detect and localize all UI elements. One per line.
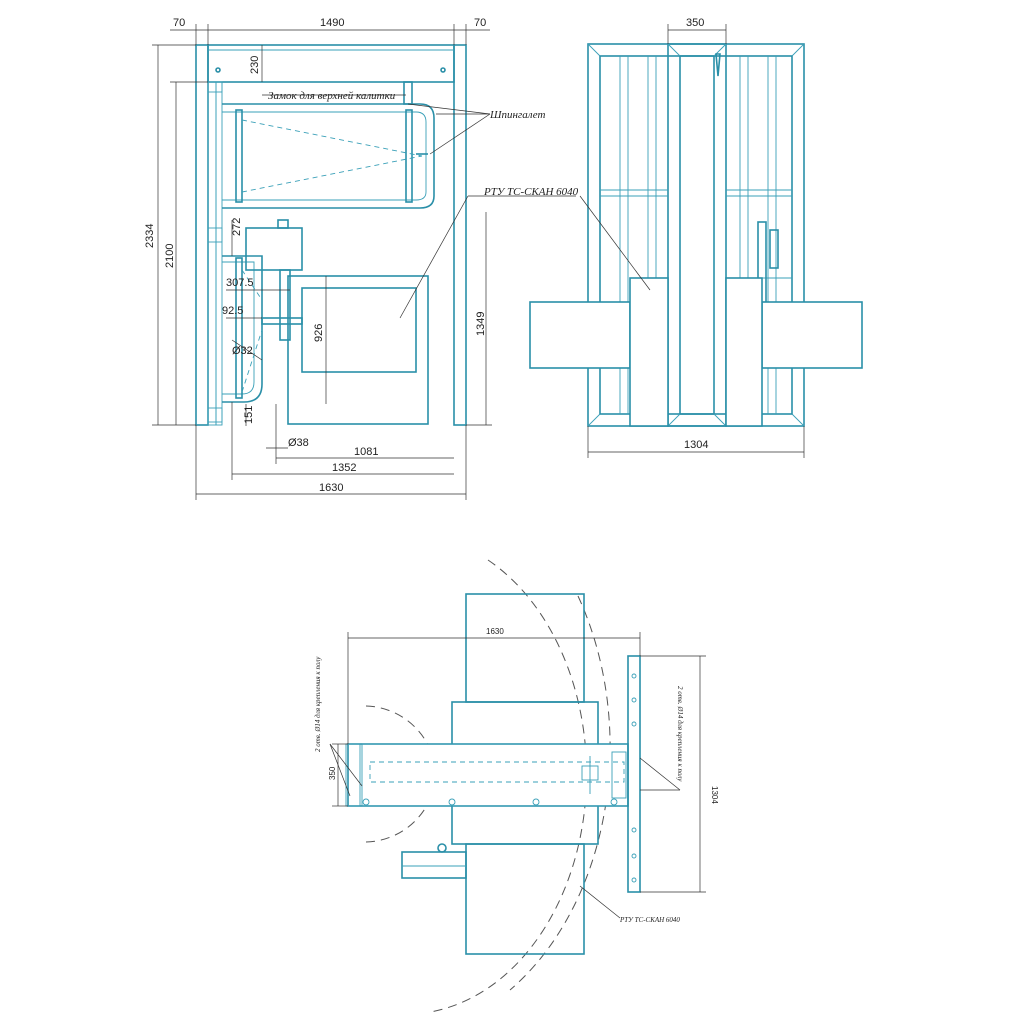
dim-side-top: 350 [686, 17, 704, 29]
label-latch: Шпингалет [489, 109, 546, 121]
dim-307: 307.5 [226, 277, 254, 289]
dim-1630: 1630 [319, 482, 343, 494]
dim-926: 926 [313, 324, 325, 342]
plan-view [329, 559, 706, 1013]
label-lock: Замок для верхней калитки [268, 90, 396, 102]
dim-top-beam: 230 [249, 56, 261, 74]
front-view [152, 24, 576, 500]
dim-side-bottom: 1304 [684, 439, 708, 451]
dim-plan-1304: 1304 [710, 786, 719, 804]
label-scanner-front: РТУ ТС-СКАН 6040 [483, 186, 579, 198]
dim-1081: 1081 [354, 446, 378, 458]
label-holes-right: 2 отв. Ø14 для крепления к полу [676, 686, 684, 782]
dim-1352: 1352 [332, 462, 356, 474]
dim-right-margin: 70 [474, 17, 486, 29]
dim-left-margin: 70 [173, 17, 185, 29]
dim-diam38: Ø38 [288, 437, 309, 449]
dim-151: 151 [243, 406, 255, 424]
dim-plan-350: 350 [328, 766, 337, 780]
side-view [529, 24, 863, 458]
dim-inner-height: 2100 [164, 244, 176, 268]
dim-plan-width: 1630 [486, 627, 504, 636]
dim-92: 92.5 [222, 305, 243, 317]
dim-total-height: 2334 [144, 224, 156, 248]
dim-1349: 1349 [475, 312, 487, 336]
label-holes-left: 2 отв. Ø14 для крепления к полу [314, 656, 322, 752]
label-scanner-plan: РТУ ТС-СКАН 6040 [619, 916, 680, 924]
dim-top-width: 1490 [320, 17, 344, 29]
dim-272: 272 [231, 218, 243, 236]
dim-diam32: Ø32 [232, 345, 253, 357]
